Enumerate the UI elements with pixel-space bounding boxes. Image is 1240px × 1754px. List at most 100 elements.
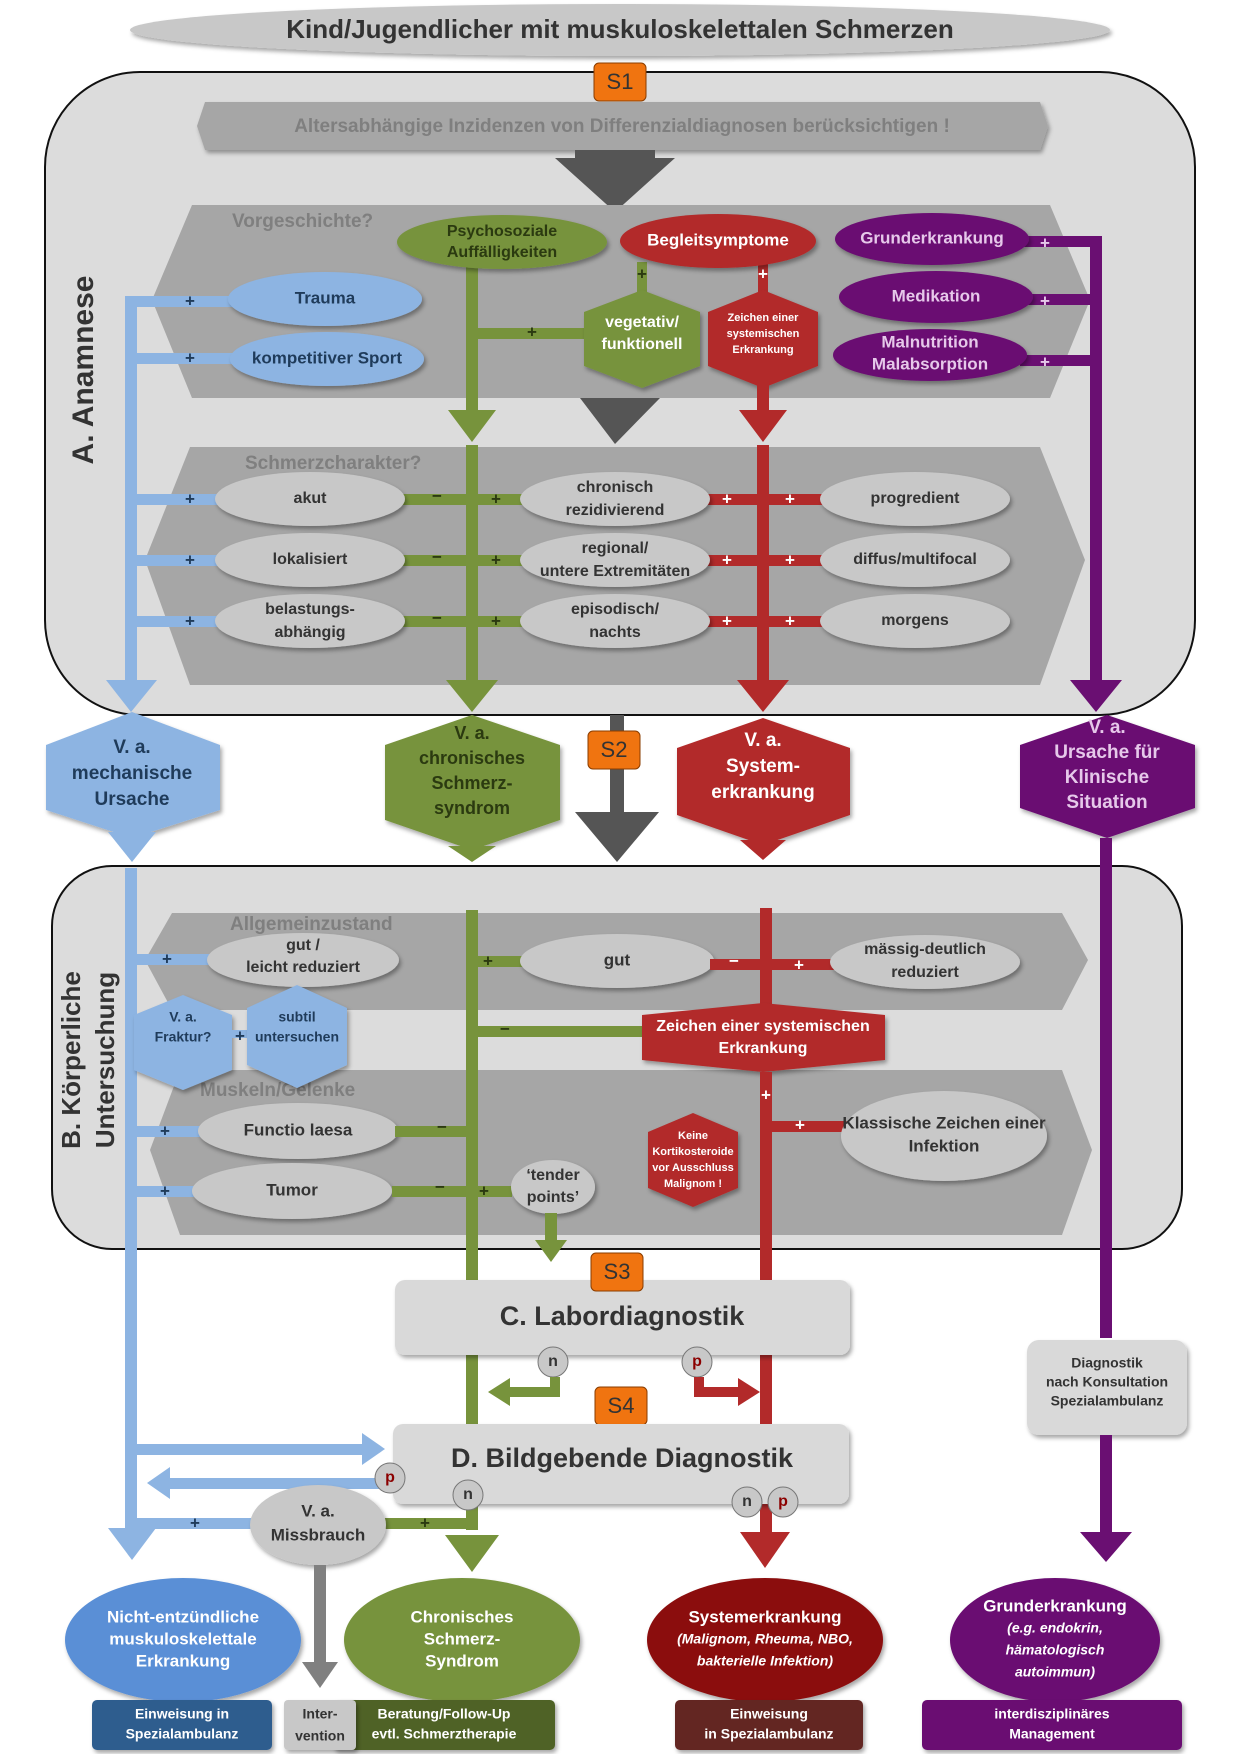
node-trauma[interactable]	[228, 272, 422, 326]
plus-sign: +	[185, 348, 195, 367]
green-connector-vegetativ	[466, 328, 596, 339]
node-pain-left-line1: akut	[294, 490, 328, 507]
plus-sign: +	[1040, 233, 1050, 252]
node-grunderkrankung-label: Grunderkrankung	[860, 228, 1004, 247]
section-d-box[interactable]	[393, 1424, 849, 1504]
suspicion-cause[interactable]	[1020, 715, 1195, 838]
section-c-label: C. Labordiagnostik	[500, 1301, 746, 1331]
outcome-action-box[interactable]	[922, 1700, 1182, 1750]
node-tumor[interactable]	[192, 1163, 392, 1219]
plus-sign: +	[420, 1513, 430, 1532]
box-intervention[interactable]	[284, 1700, 356, 1750]
node-pain-mid[interactable]	[520, 472, 710, 526]
minus-sign: −	[432, 608, 442, 627]
node-sport-label: kompetitiver Sport	[252, 348, 403, 367]
outcome-ellipse[interactable]	[647, 1578, 883, 1702]
node-maessig-deutlich[interactable]	[830, 935, 1020, 989]
green-arrow-tender	[535, 1240, 567, 1262]
node-pain-mid-line1: episodisch/	[571, 601, 660, 618]
green-line-tender	[545, 1213, 557, 1241]
node-tender-line2: points’	[527, 1189, 579, 1206]
plus-sign: +	[722, 611, 732, 630]
green-arrow-a2	[446, 680, 498, 712]
node-grunderkrankung[interactable]	[835, 213, 1029, 265]
minus-sign: −	[500, 1019, 510, 1038]
blue-arrow-a	[106, 680, 157, 712]
outcome-ellipse[interactable]	[344, 1578, 580, 1702]
purple-arrow-final	[1080, 1532, 1132, 1562]
node-vegetativ[interactable]	[584, 290, 700, 388]
node-keine-kortikosteroide[interactable]	[648, 1113, 738, 1207]
minus-sign: −	[729, 951, 739, 970]
blue-line-a	[125, 297, 137, 682]
step-badge-s1	[593, 62, 647, 102]
node-infektion[interactable]	[841, 1091, 1047, 1181]
node-missbrauch[interactable]	[250, 1485, 386, 1565]
node-pain-right[interactable]	[820, 533, 1010, 587]
blue-arrowhead-to-d	[362, 1433, 385, 1465]
blue-arrow-final	[108, 1528, 156, 1560]
node-pain-right[interactable]	[820, 594, 1010, 648]
suspicion-cause-line1: V. a.	[1088, 717, 1125, 738]
plus-sign: +	[1040, 352, 1050, 371]
outcome-title: Nicht-entzündliche	[107, 1607, 259, 1626]
node-fraktur[interactable]	[134, 995, 232, 1090]
node-zeichen-small-line3: Erkrankung	[732, 344, 793, 356]
node-vegetativ-line1: vegetativ/	[605, 314, 679, 331]
outcomes: Nicht-entzündlichemuskuloskelettaleErkra…	[65, 1578, 1182, 1750]
node-functio-laesa[interactable]	[198, 1103, 398, 1159]
suspicion-mechanical[interactable]	[46, 712, 220, 838]
outcome-action-line: Beratung/Follow-Up	[378, 1706, 511, 1722]
node-subtil-line2: untersuchen	[255, 1029, 339, 1045]
node-pain-left[interactable]	[215, 594, 405, 648]
node-infektion-line2: Infektion	[909, 1136, 980, 1155]
section-c-box[interactable]	[395, 1280, 850, 1355]
node-zeichen-small-line2: systemischen	[727, 328, 800, 340]
box-spezial-diagnostik	[1027, 1340, 1187, 1435]
plus-sign: +	[491, 489, 501, 508]
node-zeichen-small[interactable]	[708, 290, 818, 388]
node-medikation[interactable]	[839, 271, 1033, 323]
plus-sign: +	[235, 1026, 245, 1045]
node-tender-points[interactable]	[511, 1160, 595, 1214]
node-pain-left[interactable]	[215, 472, 405, 526]
green-connector-missbrauch	[380, 1518, 475, 1529]
minus-sign: −	[432, 547, 442, 566]
node-begleitsymptome[interactable]	[620, 214, 816, 268]
node-psychosoziale[interactable]	[397, 215, 607, 269]
node-zeichen-big[interactable]	[642, 1003, 885, 1072]
outcome-subtitle: hämatologisch	[1006, 1642, 1105, 1658]
node-pain-mid[interactable]	[520, 594, 710, 648]
node-subtil[interactable]	[247, 985, 347, 1088]
node-pain-mid-line1: regional/	[582, 540, 649, 557]
blue-connector-pain-row	[125, 555, 235, 566]
node-gut-leicht[interactable]	[207, 933, 399, 987]
outcome-title: muskuloskelettale	[109, 1629, 256, 1648]
step-badge-s1-label: S1	[607, 69, 634, 94]
section-a-label: A. Anamnese	[67, 276, 100, 465]
marker-n-d-left-label: n	[463, 1486, 473, 1503]
node-gut[interactable]	[520, 934, 714, 988]
node-kompetitiver-sport[interactable]	[230, 332, 424, 386]
red-arrow-systemic	[740, 840, 786, 860]
box-intervention-line2: vention	[295, 1728, 345, 1744]
step-badge-s4-label: S4	[608, 1393, 635, 1418]
green-arrow-final	[445, 1535, 499, 1572]
outcome-action-box[interactable]	[92, 1700, 272, 1750]
node-pain-mid[interactable]	[520, 533, 710, 587]
node-pain-right[interactable]	[820, 472, 1010, 526]
outcome-action-box[interactable]	[333, 1700, 555, 1750]
outcome-action-box[interactable]	[675, 1700, 863, 1750]
outcome-ellipse[interactable]	[950, 1578, 1160, 1702]
suspicion-chronic-line2: chronisches	[419, 748, 525, 768]
node-pain-left[interactable]	[215, 533, 405, 587]
green-connector-pain-row	[400, 494, 530, 505]
suspicion-chronic[interactable]	[385, 715, 560, 850]
outcome-ellipse[interactable]	[65, 1578, 301, 1702]
outcome-action-line: Spezialambulanz	[126, 1726, 239, 1742]
node-malnutrition[interactable]	[833, 329, 1027, 381]
suspicion-systemic[interactable]	[677, 718, 850, 845]
step-badge-s2	[587, 730, 641, 770]
marker-p-d-left-label: p	[385, 1469, 395, 1486]
section-b-label-line1: B. Körperliche	[56, 971, 86, 1149]
